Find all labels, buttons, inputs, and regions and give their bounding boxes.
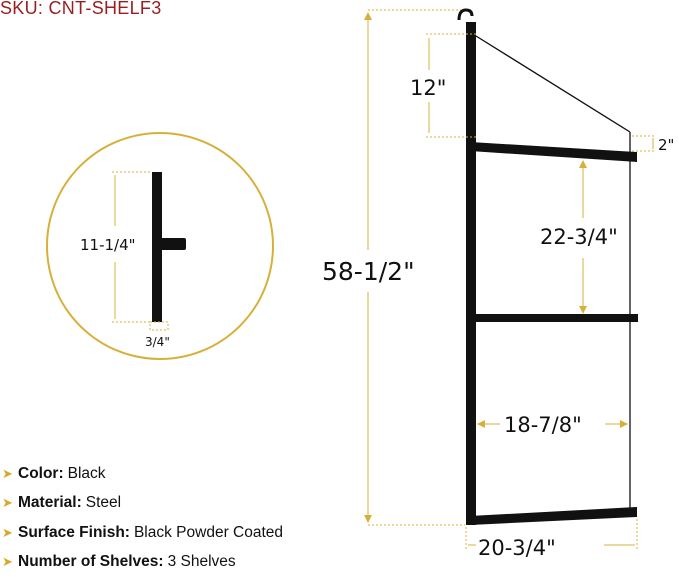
bracket-knob	[160, 238, 186, 250]
arrow-icon: ➤	[2, 554, 18, 570]
shelf-spacing-label: 22-3/4"	[540, 225, 618, 249]
feature-label: Color:	[18, 465, 64, 483]
inner-width-dimension: 18-7/8"	[477, 413, 628, 437]
middle-shelf	[470, 314, 638, 322]
feature-value: 3 Shelves	[168, 553, 236, 571]
detail-view: 11-1/4" 3/4"	[47, 133, 273, 359]
detail-thickness-label: 3/4"	[145, 335, 170, 349]
inner-width-label: 18-7/8"	[504, 413, 582, 437]
arrow-icon: ➤	[2, 525, 18, 541]
feature-value: Steel	[86, 494, 121, 512]
arrow-icon: ➤	[2, 495, 18, 511]
bottom-shelf	[470, 507, 637, 525]
top-shelf	[470, 142, 637, 162]
feature-item: ➤Number of Shelves:3 Shelves	[2, 548, 283, 577]
shelf-frame	[459, 10, 638, 525]
arrow-icon: ➤	[2, 466, 18, 482]
top-offset-label: 12"	[410, 76, 446, 100]
slope-dimension: 2"	[632, 136, 674, 154]
feature-value: Black Powder Coated	[134, 524, 283, 542]
feature-item: ➤Color:Black	[2, 459, 283, 489]
feature-label: Material:	[18, 494, 82, 512]
feature-label: Number of Shelves:	[18, 553, 164, 571]
feature-value: Black	[68, 465, 106, 483]
total-height-label: 58-1/2"	[322, 257, 415, 286]
feature-item: ➤Surface Finish:Black Powder Coated	[2, 518, 283, 548]
slope-label: 2"	[658, 136, 674, 154]
feature-item: ➤Material:Steel	[2, 489, 283, 519]
outer-width-dimension: 20-3/4"	[466, 519, 637, 560]
feature-list: ➤Color:Black ➤Material:Steel ➤Surface Fi…	[2, 459, 283, 577]
outer-width-label: 20-3/4"	[478, 536, 556, 560]
feature-label: Surface Finish:	[18, 524, 130, 542]
detail-height-label: 11-1/4"	[80, 236, 136, 254]
shelf-spacing-dimension: 22-3/4"	[540, 160, 618, 314]
